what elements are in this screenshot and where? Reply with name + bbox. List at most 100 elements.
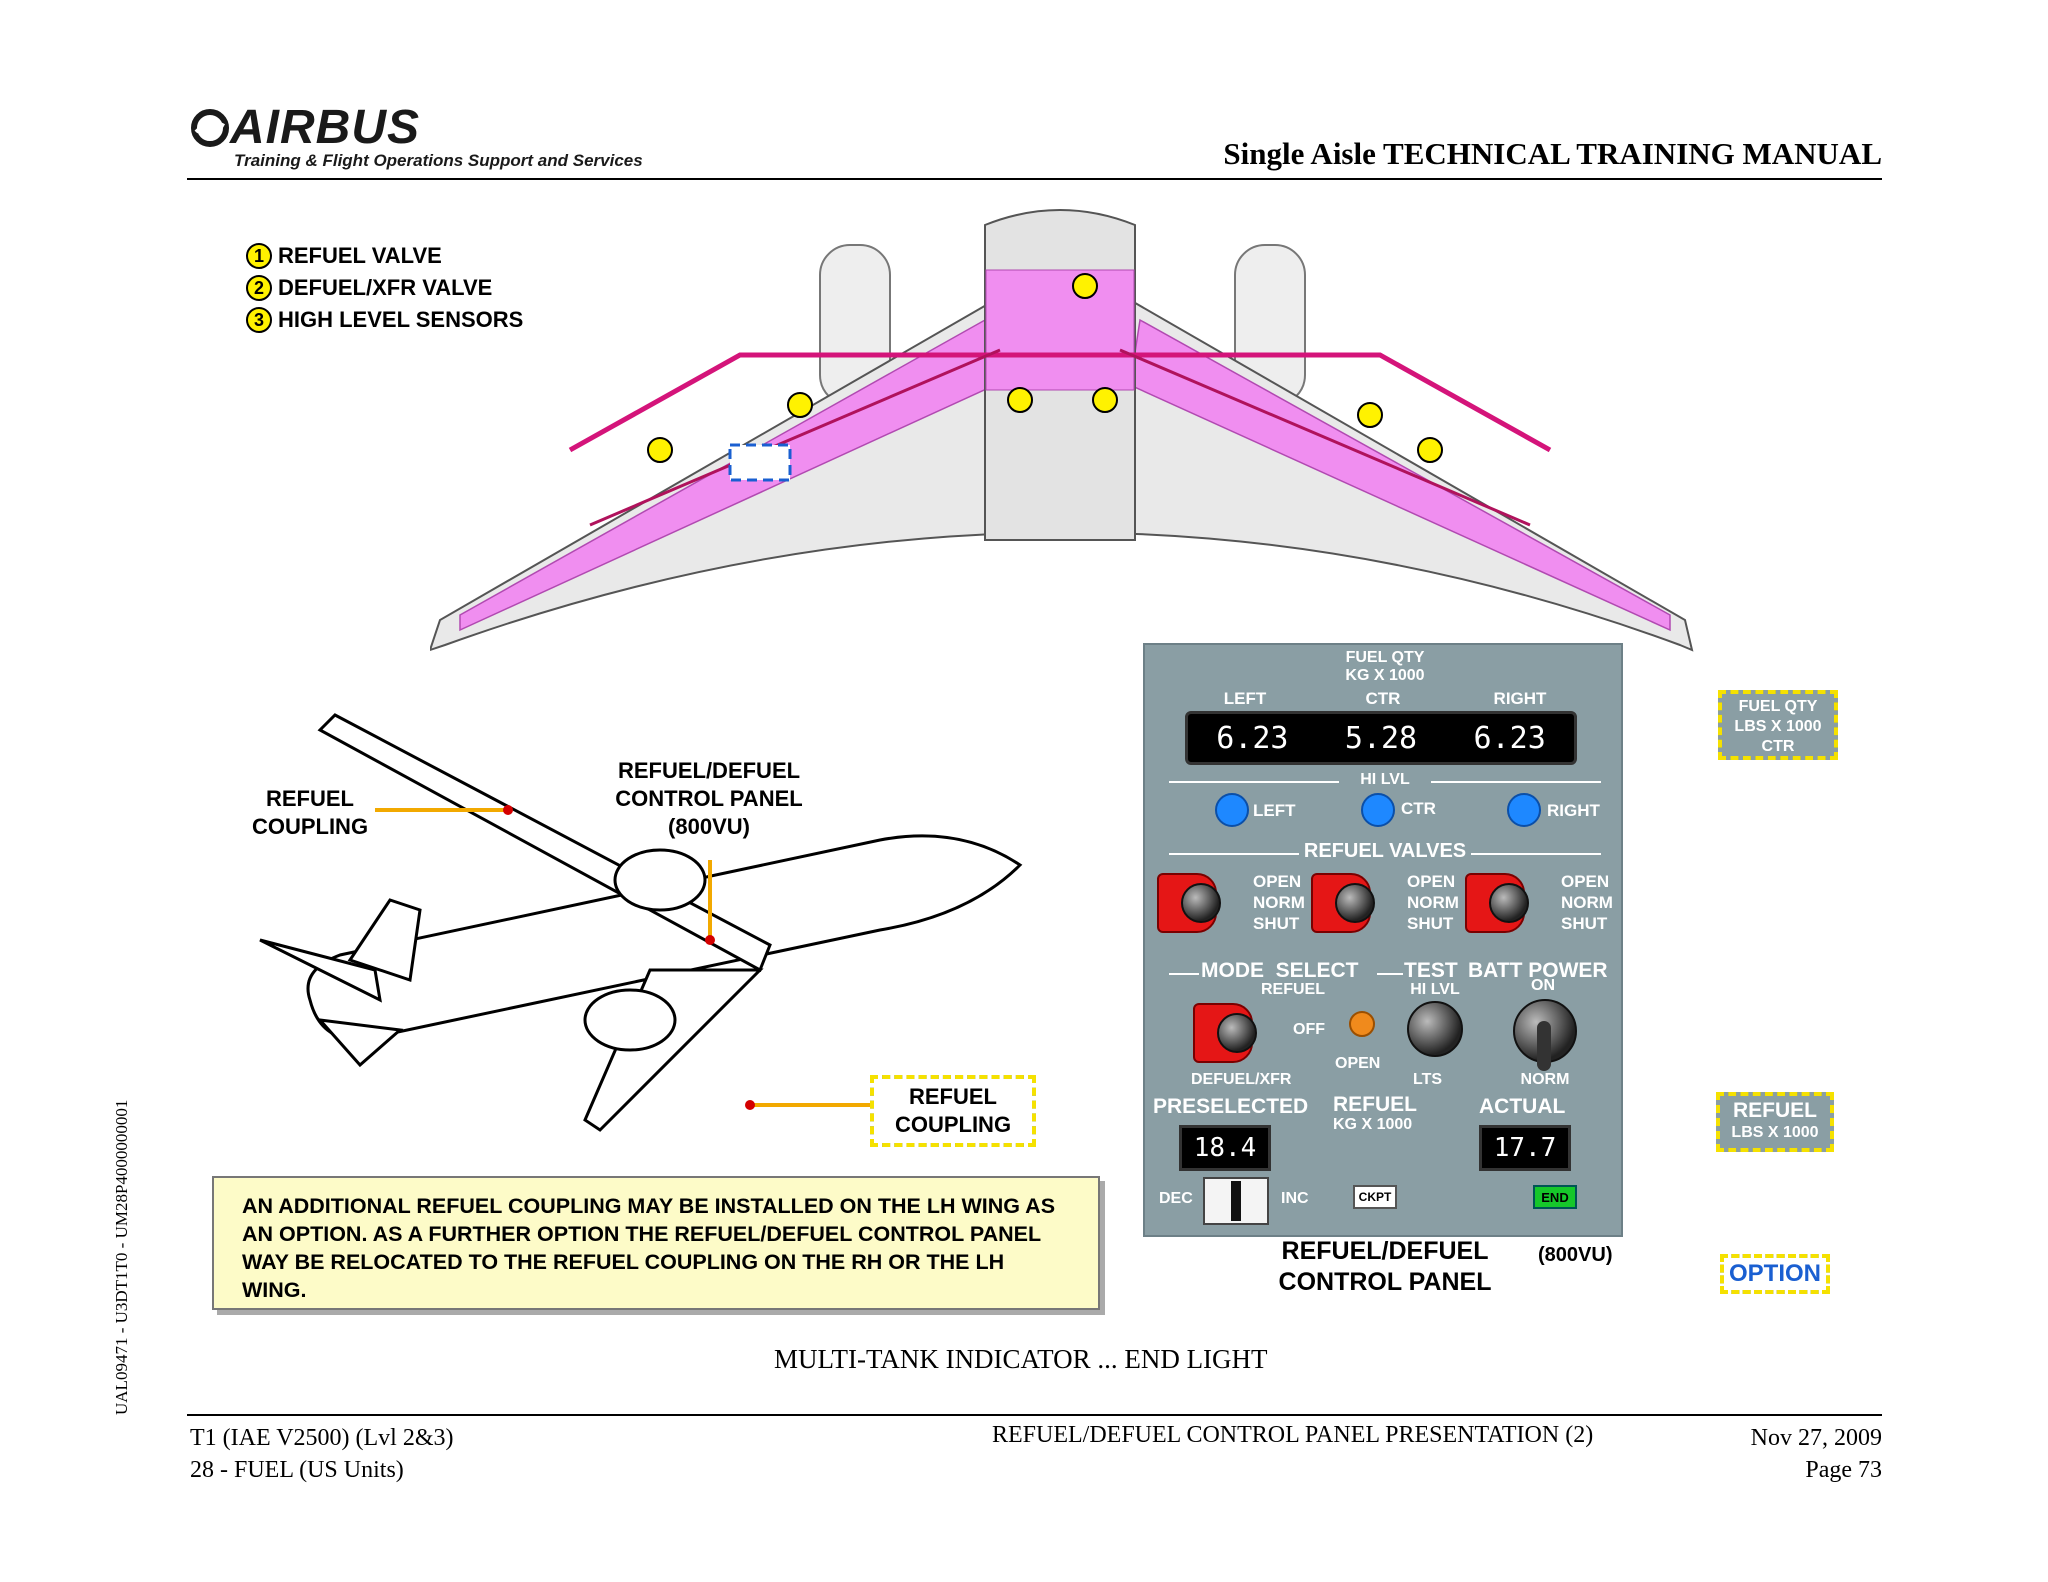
- refuel-valve-marker: [1417, 437, 1443, 463]
- coupling-marker: [503, 805, 513, 815]
- refuel-valves-heading: REFUEL VALVES: [1303, 840, 1467, 862]
- refuel-valve-marker: [1092, 387, 1118, 413]
- qty-ctr-value: 5.28: [1344, 720, 1418, 756]
- open-light: [1349, 1011, 1375, 1037]
- section-divider: [1169, 973, 1199, 975]
- ctr-valve-positions: OPEN NORM SHUT: [1407, 871, 1459, 934]
- aircraft-illustration: [259, 713, 1023, 1132]
- optional-coupling-box: [728, 443, 792, 482]
- note-box: AN ADDITIONAL REFUEL COUPLING MAY BE INS…: [212, 1176, 1100, 1310]
- test-hi-lvl-label: HI LVL: [1410, 981, 1460, 998]
- right-wing: [583, 968, 764, 1132]
- end-light: END: [1533, 1185, 1577, 1209]
- refuel-gallery-pipe: [568, 352, 1552, 453]
- option-refuel-lbs: REFUEL LBS X 1000: [1716, 1092, 1834, 1152]
- col-left-label: LEFT: [1223, 689, 1267, 708]
- fuel-qty-title: FUEL QTY KG X 1000: [1315, 649, 1455, 685]
- mode-defuel-label: DEFUEL/XFR: [1191, 1071, 1292, 1088]
- position-shut: SHUT: [1561, 914, 1608, 933]
- option-line: LBS X 1000: [1734, 718, 1822, 735]
- airbus-logo: AIRBUS Training & Flight Operations Supp…: [190, 100, 643, 171]
- panel-caption-vu: (800VU): [1538, 1244, 1613, 1266]
- right-engine: [583, 988, 677, 1052]
- position-open: OPEN: [1407, 872, 1456, 891]
- manual-title: Single Aisle TECHNICAL TRAINING MANUAL: [1223, 136, 1882, 171]
- hi-lvl-heading: HI LVL: [1360, 771, 1410, 788]
- batt-norm-label: NORM: [1520, 1071, 1570, 1088]
- option-line: FUEL QTY: [1738, 698, 1818, 715]
- mode-off-label: OFF: [1293, 1021, 1325, 1038]
- refuel-unit-title: REFUEL: [1333, 1093, 1417, 1116]
- footer-page: Page 73: [1805, 1457, 1882, 1483]
- refuel-unit-label: REFUEL KG X 1000: [1333, 1093, 1417, 1135]
- footer-date: Nov 27, 2009: [1750, 1425, 1882, 1451]
- legend-label: DEFUEL/XFR VALVE: [278, 275, 493, 300]
- vertical-stabilizer: [347, 898, 422, 982]
- position-norm: NORM: [1253, 893, 1305, 912]
- ckpt-button[interactable]: CKPT: [1353, 1185, 1397, 1209]
- preselected-label: PRESELECTED: [1153, 1095, 1309, 1118]
- hi-lvl-right-light: [1507, 793, 1541, 827]
- footer-left: T1 (IAE V2500) (Lvl 2&3) 28 - FUEL (US U…: [190, 1422, 454, 1486]
- fuel-qty-unit: KG X 1000: [1345, 667, 1425, 684]
- batt-on-label: ON: [1531, 977, 1555, 994]
- left-refuel-valve-switch[interactable]: [1181, 883, 1221, 923]
- test-switch[interactable]: [1407, 1001, 1463, 1057]
- footer-course: T1 (IAE V2500) (Lvl 2&3): [190, 1425, 454, 1451]
- col-ctr-label: CTR: [1365, 689, 1401, 708]
- preselect-rocker-switch[interactable]: [1203, 1177, 1269, 1225]
- fuel-qty-line: FUEL QTY: [1345, 649, 1425, 666]
- wing-fuel-diagram: [430, 209, 1694, 652]
- footer-rule: [187, 1414, 1882, 1416]
- section-divider: [1377, 973, 1403, 975]
- brand-name: AIRBUS: [230, 101, 421, 154]
- option-line: REFUEL: [1733, 1099, 1817, 1122]
- footer-chapter: 28 - FUEL (US Units): [190, 1457, 404, 1483]
- figure-caption: MULTI-TANK INDICATOR ... END LIGHT: [774, 1344, 1268, 1374]
- side-code: UAL09471 - U3DT1T0 - UM28P4000000001: [112, 1099, 131, 1415]
- right-refuel-valve-switch[interactable]: [1489, 883, 1529, 923]
- test-lts-label: LTS: [1413, 1071, 1443, 1088]
- center-tank: [985, 269, 1135, 391]
- position-open: OPEN: [1561, 872, 1610, 891]
- actual-label: ACTUAL: [1479, 1095, 1566, 1118]
- coupling-marker: [745, 1100, 755, 1110]
- mode-refuel-label: REFUEL: [1261, 981, 1325, 998]
- qty-right-value: 6.23: [1473, 720, 1546, 756]
- right-valve-positions: OPEN NORM SHUT: [1561, 871, 1613, 934]
- hi-lvl-right-label: RIGHT: [1547, 801, 1600, 820]
- header-rule: [187, 178, 1882, 180]
- hi-lvl-left-light: [1215, 793, 1249, 827]
- mode-select-switch[interactable]: [1217, 1013, 1257, 1053]
- panel-caption: REFUEL/DEFUEL CONTROL PANEL: [1260, 1236, 1510, 1298]
- callout-line: REFUEL: [266, 786, 354, 811]
- option-legend-box: OPTION: [1720, 1254, 1830, 1294]
- option-fuel-qty-lbs: FUEL QTY LBS X 1000 CTR: [1718, 690, 1838, 760]
- hi-lvl-ctr-label: CTR: [1401, 799, 1436, 818]
- mode-select-heading: MODE SELECT: [1201, 959, 1359, 982]
- high-level-sensor-marker: [1357, 402, 1383, 428]
- col-right-label: RIGHT: [1493, 689, 1547, 708]
- callout-line: COUPLING: [894, 1112, 1012, 1137]
- position-shut: SHUT: [1407, 914, 1454, 933]
- fuel-qty-display: 6.23 5.28 6.23: [1185, 711, 1577, 765]
- section-divider: [1169, 853, 1299, 855]
- number-badge: 3: [246, 307, 272, 333]
- actual-display: 17.7: [1479, 1125, 1571, 1171]
- ctr-refuel-valve-switch[interactable]: [1335, 883, 1375, 923]
- brand-tagline: Training & Flight Operations Support and…: [234, 151, 643, 170]
- high-level-sensor-marker: [787, 392, 813, 418]
- callout-line: (800VU): [668, 814, 750, 839]
- optional-refuel-coupling-callout: REFUEL COUPLING: [870, 1075, 1036, 1147]
- hi-lvl-left-label: LEFT: [1253, 801, 1296, 820]
- option-line: CTR: [1761, 738, 1795, 755]
- section-divider: [1169, 781, 1339, 783]
- horizontal-stabilizer: [259, 938, 382, 1003]
- left-engine: [613, 848, 707, 912]
- callout-line: COUPLING: [251, 814, 369, 839]
- defuel-valve-marker: [1007, 387, 1033, 413]
